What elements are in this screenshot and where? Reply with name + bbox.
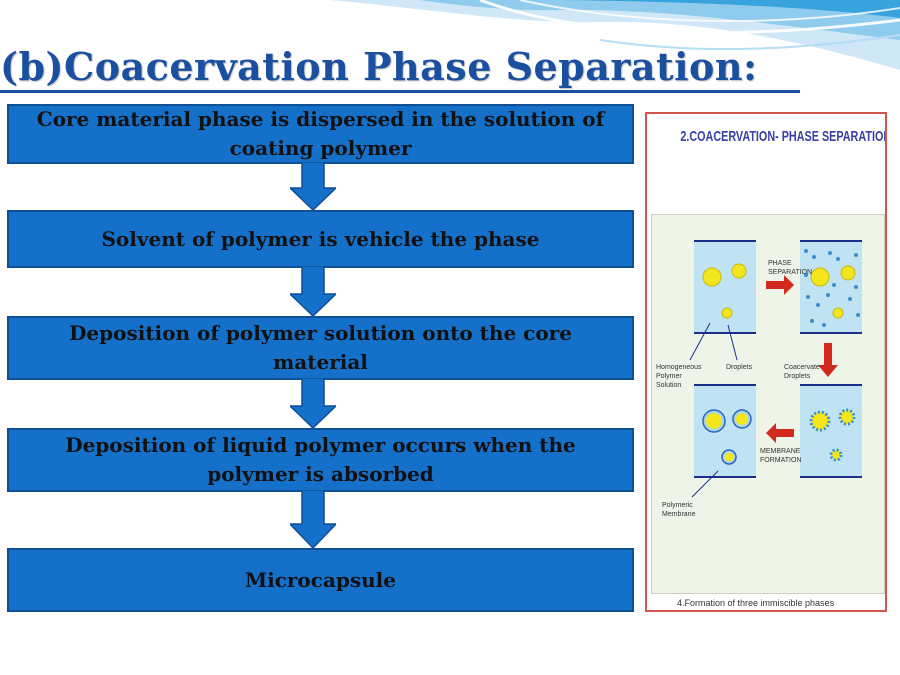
coacervation-illustration (689, 240, 862, 498)
coacervation-figure: 2.COACERVATION- PHASE SEPARATION (645, 112, 887, 612)
header-wave-decoration (330, 0, 900, 70)
flow-step-5: Microcapsule (7, 548, 634, 612)
down-arrow-icon (290, 162, 336, 210)
down-arrow-icon (290, 266, 336, 316)
homogeneous-label: Homogeneous Polymer Solution (656, 364, 702, 389)
title-underline (0, 90, 800, 93)
polymeric-membrane-label: Polymeric Membrane (662, 502, 696, 518)
membrane-formation-label: MEMBRANE FORMATION (760, 448, 802, 464)
figure-caption: 4.Formation of three immiscible phases (677, 598, 835, 608)
flow-step-2: Solvent of polymer is vehicle the phase (7, 210, 634, 268)
figure-heading: 2.COACERVATION- PHASE SEPARATION (680, 128, 887, 145)
coacervate-label: Coacervate Droplets (784, 364, 820, 380)
page-title: (b)Coacervation Phase Separation: (0, 44, 758, 89)
down-arrow-icon (290, 378, 336, 428)
down-arrow-icon (290, 490, 336, 548)
figure-panel: PHASE SEPARATION Homogeneous Polymer Sol… (651, 214, 885, 594)
flow-step-3: Deposition of polymer solution onto the … (7, 316, 634, 380)
phase-separation-label: PHASE SEPARATION (768, 260, 813, 276)
droplets-label: Droplets (726, 364, 753, 371)
flow-step-1: Core material phase is dispersed in the … (7, 104, 634, 164)
flow-step-4: Deposition of liquid polymer occurs when… (7, 428, 634, 492)
